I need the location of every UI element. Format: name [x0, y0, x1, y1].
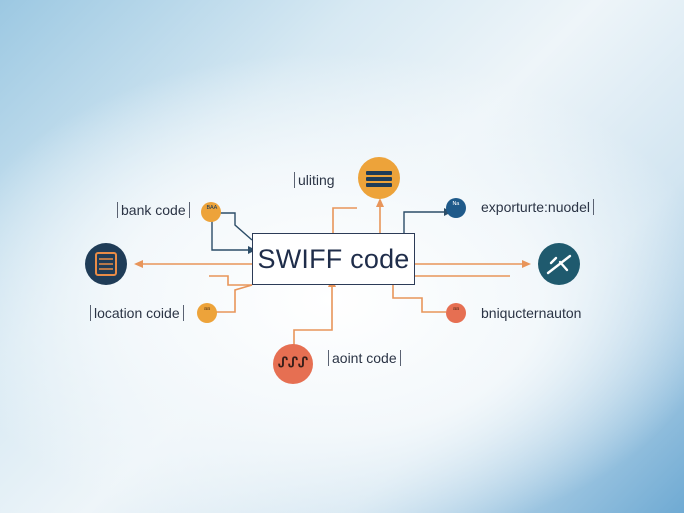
node-bank-glyph: ᴮᴬᴬ [206, 204, 218, 213]
node-bniqu-glyph: ᵃᵃ [453, 305, 459, 314]
node-bottom-glyph: ᔑᔑᔑ [278, 354, 308, 370]
node-exporture-glyph: ᴺᵃ [452, 200, 460, 209]
connector-exporture [403, 211, 446, 233]
arrowhead-left [134, 260, 143, 268]
label-bniqu: bniqucternauton [481, 305, 582, 321]
label-exporture: exporturte:nuodel [478, 199, 594, 215]
connector-bniqu [392, 285, 446, 313]
node-bniqu-small[interactable] [446, 303, 466, 323]
center-label: SWIFF code [257, 243, 410, 274]
books-icon [366, 171, 392, 187]
abacus-lines [99, 258, 113, 270]
label-uliting: uliting [294, 172, 338, 188]
node-location-glyph: ᵃᵃ [204, 305, 210, 314]
connector-bottom [293, 285, 333, 350]
label-aoint-code: aoint code [328, 350, 401, 366]
connector-location [209, 284, 253, 313]
plane-icon [546, 254, 572, 275]
connector-uliting [332, 207, 357, 233]
connector-bank [211, 220, 252, 251]
node-location-small[interactable] [197, 303, 217, 323]
node-bottom[interactable] [273, 344, 313, 384]
arrowhead-right [522, 260, 531, 268]
connector-bank-top [220, 212, 253, 241]
label-location-code: location coide [90, 305, 184, 321]
node-bank-small[interactable] [201, 202, 221, 222]
abacus-icon [95, 252, 117, 276]
connector-location-2 [209, 275, 252, 286]
node-exporture-small[interactable] [446, 198, 466, 218]
label-bank-code: bank code [117, 202, 190, 218]
center-node-swiff-code[interactable]: SWIFF code [252, 233, 415, 285]
arrowhead-top [376, 198, 384, 207]
